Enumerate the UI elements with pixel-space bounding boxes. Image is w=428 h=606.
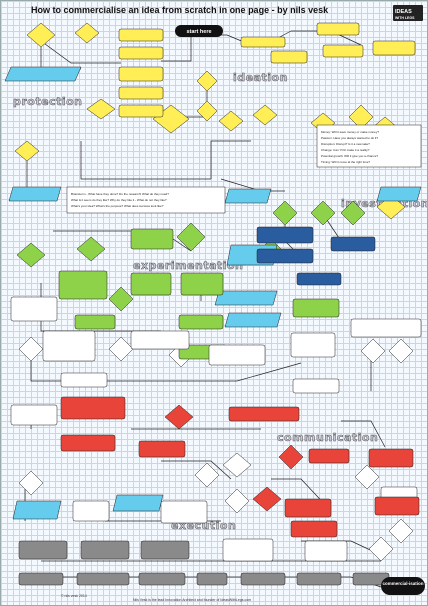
- svg-text:Disruption: Disrupt? Is it a n: Disruption: Disrupt? Is it a new take?: [321, 142, 370, 146]
- svg-text:Timing: Will it come at the ri: Timing: Will it come at the right time?: [321, 160, 370, 164]
- review-decisions: [18, 336, 414, 562]
- communication-boxes: [60, 396, 420, 538]
- communication-decisions: [164, 404, 304, 512]
- stage-label-experimentation: experimentation: [133, 259, 243, 272]
- stage-label-communication: communication: [277, 431, 378, 444]
- diagram-title: How to commercialise an idea from scratc…: [31, 5, 329, 15]
- execution-boxes: [18, 540, 390, 586]
- copyright-notice: © nils vesk 2014: [61, 594, 87, 598]
- svg-text:What & it seem do they like? W: What & it seem do they like? Why do they…: [71, 198, 167, 202]
- svg-text:Money: Will it save money or m: Money: Will it save money or make money?: [321, 130, 379, 134]
- ideation-process-boxes: [118, 22, 416, 118]
- author-credit: Nils Vesk is the lead Innovation Archite…: [133, 598, 251, 602]
- review-boxes: [10, 296, 422, 562]
- svg-text:What's your idea? What's the p: What's your idea? What's the purpose? Wh…: [71, 204, 164, 208]
- svg-text:Passion: Have you always wante: Passion: Have you always wanted to do it…: [321, 136, 378, 140]
- svg-text:Potential growth: Will it give: Potential growth: Will it give you a cha…: [321, 154, 378, 158]
- investigation-note-line: Brainstorm - What have they done? Do the…: [71, 192, 169, 196]
- stage-label-ideation: ideation: [233, 71, 288, 84]
- ideas-with-legs-logo: IDEAS WITH LEGS: [393, 5, 423, 21]
- svg-text:Change: Can YOU make it a real: Change: Can YOU make it a reality?: [321, 148, 370, 152]
- start-here-pill: start here: [175, 25, 223, 37]
- protection-inputs: [4, 66, 422, 328]
- commercialisation-label: commercial-isation: [382, 581, 423, 586]
- svg-text:IDEAS: IDEAS: [395, 9, 412, 15]
- svg-text:WITH LEGS: WITH LEGS: [395, 16, 415, 20]
- ideation-note: Money: Will it save money or make money?…: [316, 124, 422, 168]
- start-here-label: start here: [186, 29, 211, 35]
- execution-inputs: [12, 494, 164, 520]
- investigation-note: Brainstorm - What have they done? Do the…: [66, 186, 226, 214]
- investigation-boxes: [256, 226, 376, 286]
- stage-label-protection: protection: [13, 95, 83, 108]
- commercialisation-pill: commercial-isation: [381, 577, 425, 595]
